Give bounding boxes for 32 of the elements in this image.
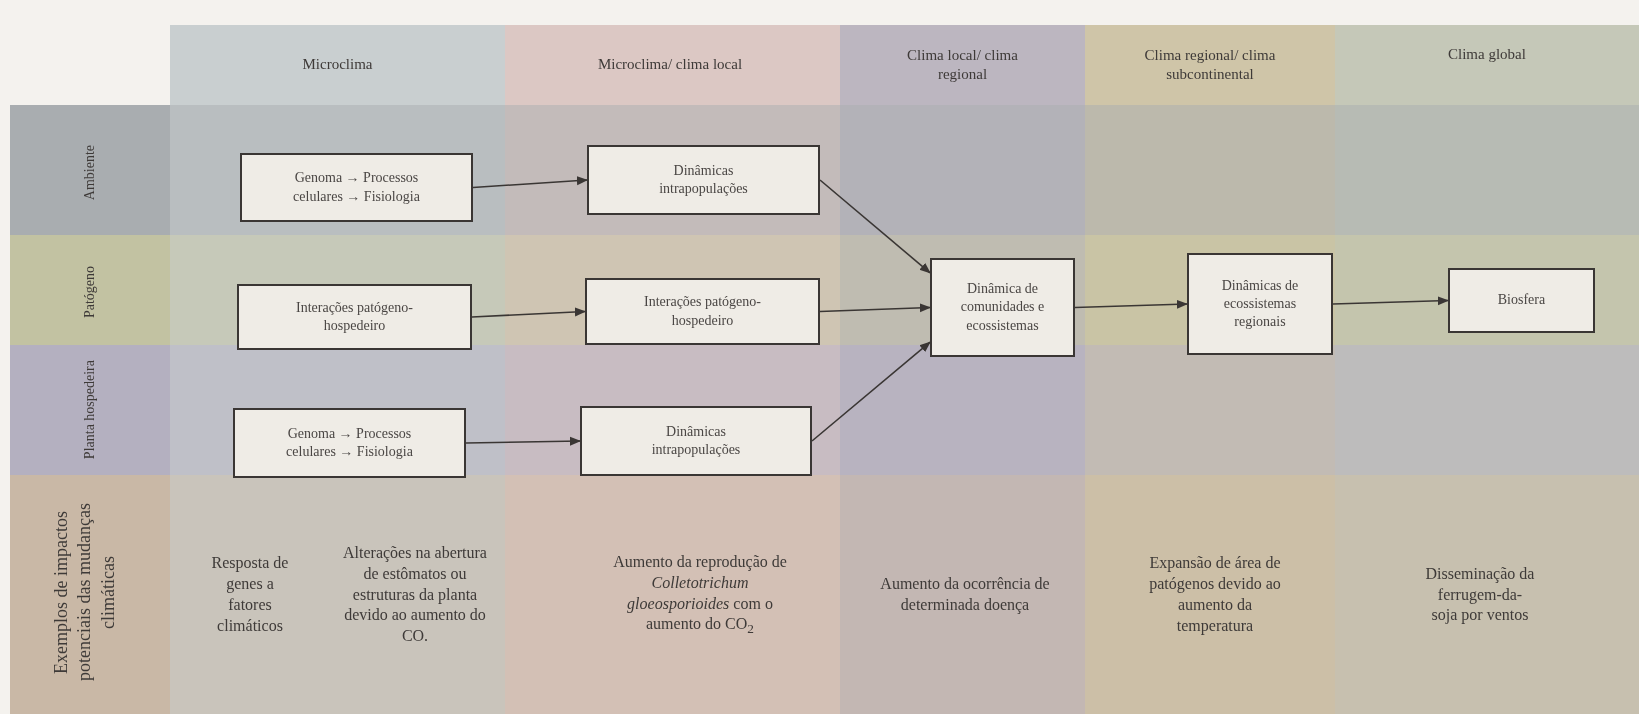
row-header: Patógeno (80, 266, 98, 319)
row-header: Ambiente (80, 144, 98, 201)
example-text: Alterações na abertura de estômatos ou estruturas da planta devido ao aumento do CO. (342, 543, 488, 647)
process-box: Interações patógeno-hospedeiro (237, 284, 472, 350)
column-header: Clima regional/ clima subcontinental (1143, 45, 1277, 84)
process-box: Dinâmicas intrapopulações (580, 406, 812, 476)
arrow (811, 341, 931, 442)
arrow (819, 179, 931, 274)
process-box: Genoma → Processos celulares → Fisiologia (233, 408, 466, 478)
arrow (1332, 296, 1450, 306)
column-header: Microclima/ clima local (597, 55, 743, 75)
row-header: Planta hospedeira (80, 360, 98, 460)
process-box: Dinâmica de comunidades e ecossistemas (930, 258, 1075, 357)
example-text: Resposta de genes a fatores climáticos (210, 553, 290, 636)
arrow (472, 176, 589, 189)
example-text: Expansão de área de patógenos devido ao aumento da temperatura (1148, 553, 1282, 637)
arrow (819, 303, 932, 313)
example-text: Aumento da reprodução de Colletotrichum gloeosporioides com o aumento do CO$_{2}$ (612, 552, 788, 638)
arrow (1074, 299, 1189, 309)
row-header: Exemplos de impactos potenciais das mudanças climáticas (49, 502, 119, 684)
arrow (471, 307, 587, 318)
process-box: Biosfera (1448, 268, 1595, 333)
column-header: Clima global (1448, 45, 1526, 65)
example-text: Disseminação da ferrugem-da-soja por ventos (1425, 563, 1535, 626)
column-header: Microclima (302, 55, 373, 75)
process-box: Dinâmicas de ecossistemas regionais (1187, 253, 1333, 355)
column-header: Clima local/ clima regional (906, 45, 1019, 84)
arrow (465, 436, 582, 446)
process-box: Dinâmicas intrapopulações (587, 145, 820, 215)
process-box: Genoma → Processos celulares → Fisiologia (240, 153, 473, 222)
process-box: Interações patógeno-hospedeiro (585, 278, 820, 345)
example-text: Aumento da ocorrência de determinada doença (880, 574, 1050, 616)
